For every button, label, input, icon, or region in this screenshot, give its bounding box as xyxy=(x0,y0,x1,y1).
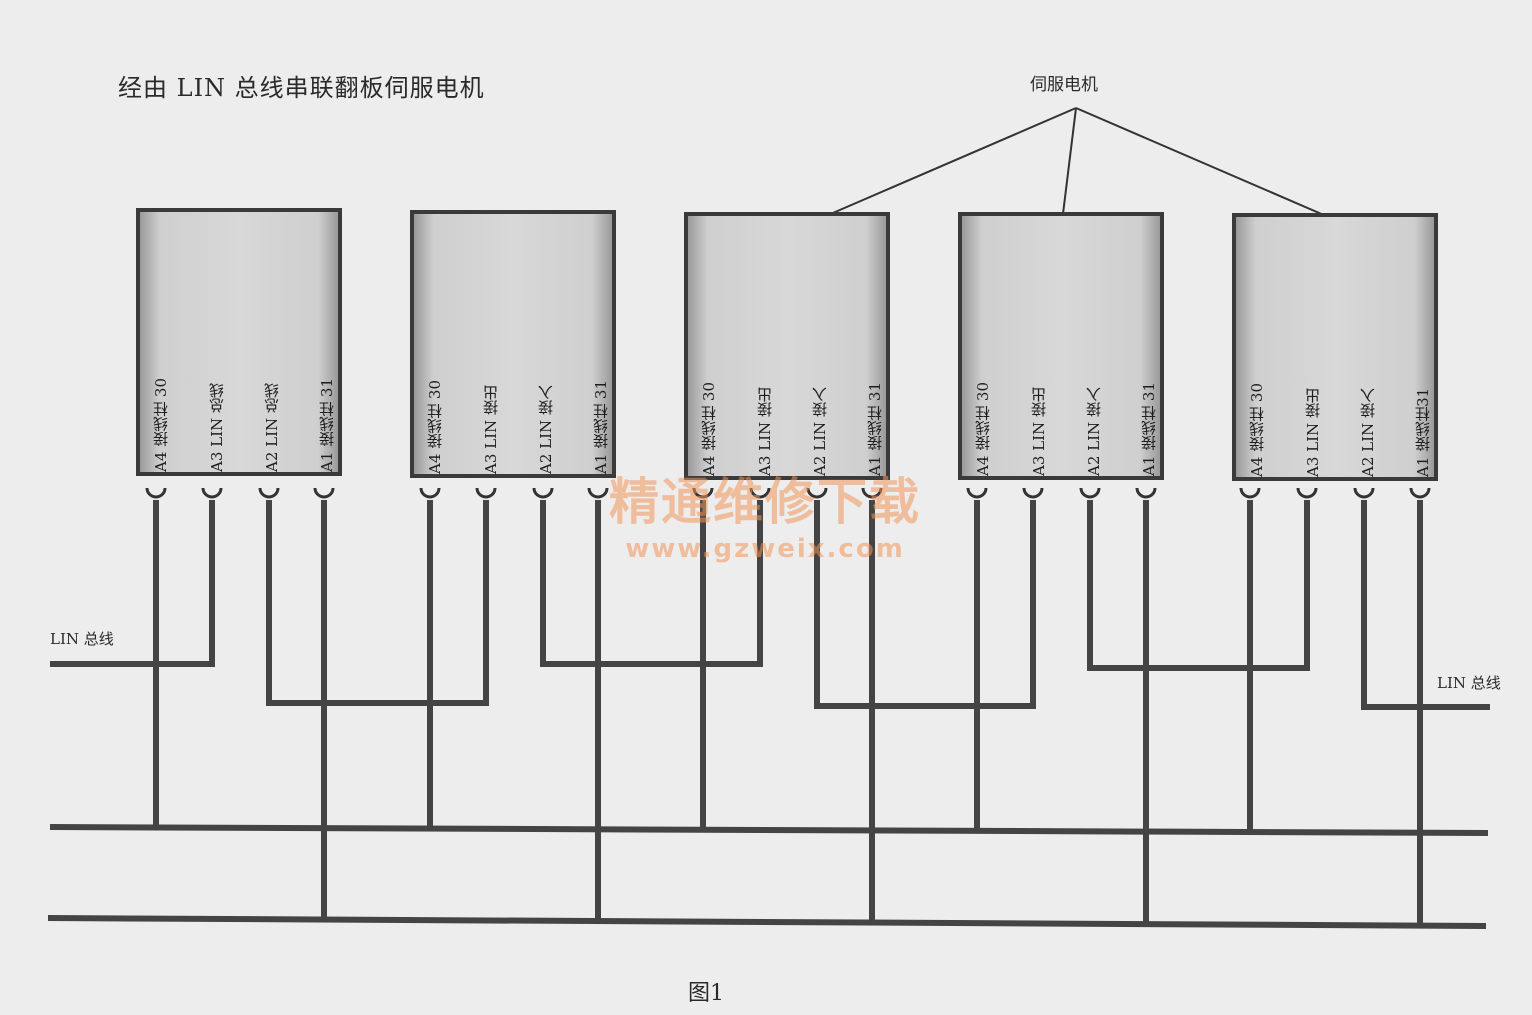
terminal xyxy=(532,487,554,499)
terminals xyxy=(145,487,1431,499)
pin-label-a4: A4 接线柱 30 xyxy=(700,382,718,476)
lin-link-4-5 xyxy=(1087,500,1310,671)
terminal xyxy=(1409,487,1431,499)
terminal xyxy=(1079,487,1101,499)
pin-label-a4: A4 接线柱 30 xyxy=(426,380,444,474)
servo-motor-module-4: A4 接线柱 30 A3 LIN 接出 A2 LIN 接入 A1 接线柱 31 xyxy=(958,212,1164,480)
lin-in-left xyxy=(50,500,215,667)
terminal xyxy=(749,487,771,499)
terminal xyxy=(419,487,441,499)
terminal xyxy=(806,487,828,499)
terminal xyxy=(258,487,280,499)
pin-label-a2: A2 LIN 接入 xyxy=(1359,388,1377,477)
lin-bus-label-left: LIN 总线 xyxy=(50,630,114,648)
lin-link-1-2 xyxy=(266,500,489,706)
wires xyxy=(47,500,1490,929)
terminal xyxy=(475,487,497,499)
pin-label-a2: A2 LIN 接入 xyxy=(537,385,555,474)
servo-motor-callout-label: 伺服电机 xyxy=(1030,75,1098,95)
lin-link-3-4 xyxy=(814,500,1036,709)
figure-caption: 图1 xyxy=(688,981,724,1006)
pin-label-a2: A2 LIN 总线 xyxy=(263,383,281,472)
pin-label-a3: A3 LIN 总线 xyxy=(208,383,226,472)
pin-label-a1: A1 接线柱 31 xyxy=(592,380,610,474)
lin-bus-label-right: LIN 总线 xyxy=(1437,674,1501,692)
servo-motor-module-1: A4 接线柱 30 A3 LIN 总线 A2 LIN 总线 A1 接线柱 31 xyxy=(136,208,342,476)
pin-label-a1: A1 接线柱31 xyxy=(1414,387,1432,477)
terminal xyxy=(145,487,167,499)
terminal xyxy=(1353,487,1375,499)
terminal xyxy=(1022,487,1044,499)
callout-pointers xyxy=(811,107,1341,223)
callout-line-1 xyxy=(811,107,1077,223)
callout-line-2 xyxy=(1061,107,1077,223)
terminal xyxy=(966,487,988,499)
pin-label-a3: A3 LIN 接出 xyxy=(1304,388,1322,477)
pin-label-a1: A1 接线柱 31 xyxy=(318,378,336,472)
pin-label-a1: A1 接线柱 31 xyxy=(1140,382,1158,476)
pin-label-a1: A1 接线柱 31 xyxy=(866,382,884,476)
pin-label-a3: A3 LIN 接出 xyxy=(482,385,500,474)
terminal xyxy=(1135,487,1157,499)
lin-link-2-3 xyxy=(540,500,763,667)
pin-label-a3: A3 LIN 接出 xyxy=(756,387,774,476)
ground-bus-31 xyxy=(47,915,1487,929)
diagram-title: 经由 LIN 总线串联翻板伺服电机 xyxy=(118,74,485,102)
terminal xyxy=(313,487,335,499)
terminal xyxy=(861,487,883,499)
pin-label-a4: A4 接线柱 30 xyxy=(974,382,992,476)
pin-label-a2: A2 LIN 接入 xyxy=(811,387,829,476)
servo-motor-module-2: A4 接线柱 30 A3 LIN 接出 A2 LIN 接入 A1 接线柱 31 xyxy=(410,210,616,478)
terminal xyxy=(201,487,223,499)
pin-label-a3: A3 LIN 接出 xyxy=(1030,387,1048,476)
pin-label-a4: A4 接线柱 30 xyxy=(152,378,170,472)
terminal xyxy=(692,487,714,499)
lin-out-right xyxy=(1361,500,1490,710)
terminal xyxy=(587,487,609,499)
pin-label-a4: A4 接线柱 30 xyxy=(1248,383,1266,477)
terminal xyxy=(1239,487,1261,499)
power-bus-30 xyxy=(49,824,1489,836)
terminal xyxy=(1296,487,1318,499)
callout-line-3 xyxy=(1075,107,1341,223)
pin-label-a2: A2 LIN 接入 xyxy=(1085,387,1103,476)
servo-motor-module-3: A4 接线柱 30 A3 LIN 接出 A2 LIN 接入 A1 接线柱 31 xyxy=(684,212,890,480)
servo-motor-module-5: A4 接线柱 30 A3 LIN 接出 A2 LIN 接入 A1 接线柱31 xyxy=(1232,213,1438,481)
